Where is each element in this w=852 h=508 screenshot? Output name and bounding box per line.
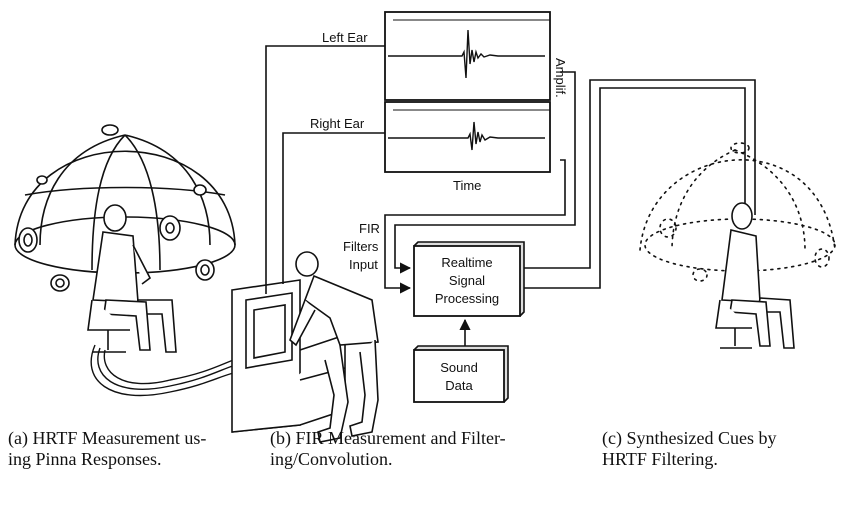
sound-label-line2: Data: [445, 378, 473, 393]
left-ear-label: Left Ear: [322, 30, 368, 45]
caption-a-line2: ing Pinna Responses.: [8, 449, 162, 469]
operator-figure: [289, 251, 379, 443]
fir-label-line1: FIR: [359, 221, 380, 236]
caption-c-line2: HRTF Filtering.: [602, 449, 718, 469]
right-ear-plot: [384, 101, 551, 173]
seated-listener-a: [87, 204, 177, 353]
right-ear-label: Right Ear: [310, 116, 365, 131]
rsp-label-line1: Realtime: [441, 255, 492, 270]
cable-bundle: [90, 344, 246, 397]
right-ear-waveform: [388, 121, 545, 151]
realtime-processing-block: Realtime Signal Processing: [413, 241, 525, 317]
amplif-label: Amplif.: [553, 58, 568, 98]
output-wires: [524, 79, 756, 289]
sound-label-line1: Sound: [440, 360, 478, 375]
rsp-label-line2: Signal: [449, 273, 485, 288]
seated-listener-c: [715, 202, 795, 349]
workstation-illustration: [231, 279, 346, 433]
caption-c-line1: (c) Synthesized Cues by: [602, 428, 777, 448]
caption-c: (c) Synthesized Cues by HRTF Filtering.: [602, 428, 776, 470]
caption-a-line1: (a) HRTF Measurement us-: [8, 428, 207, 448]
caption-b: (b) FIR Measurement and Filter- ing/Conv…: [270, 428, 506, 470]
ear-signal-wires: [265, 45, 576, 294]
fir-label-line2: Filters: [343, 239, 379, 254]
rsp-label-line3: Processing: [435, 291, 499, 306]
sound-data-block: Sound Data: [413, 345, 509, 403]
caption-b-line2: ing/Convolution.: [270, 449, 393, 469]
fir-label-line3: Input: [349, 257, 378, 272]
left-ear-waveform: [388, 29, 545, 79]
caption-b-line1: (b) FIR Measurement and Filter-: [270, 428, 506, 448]
caption-a: (a) HRTF Measurement us- ing Pinna Respo…: [8, 428, 206, 470]
time-label: Time: [453, 178, 481, 193]
left-ear-plot: [384, 11, 551, 101]
